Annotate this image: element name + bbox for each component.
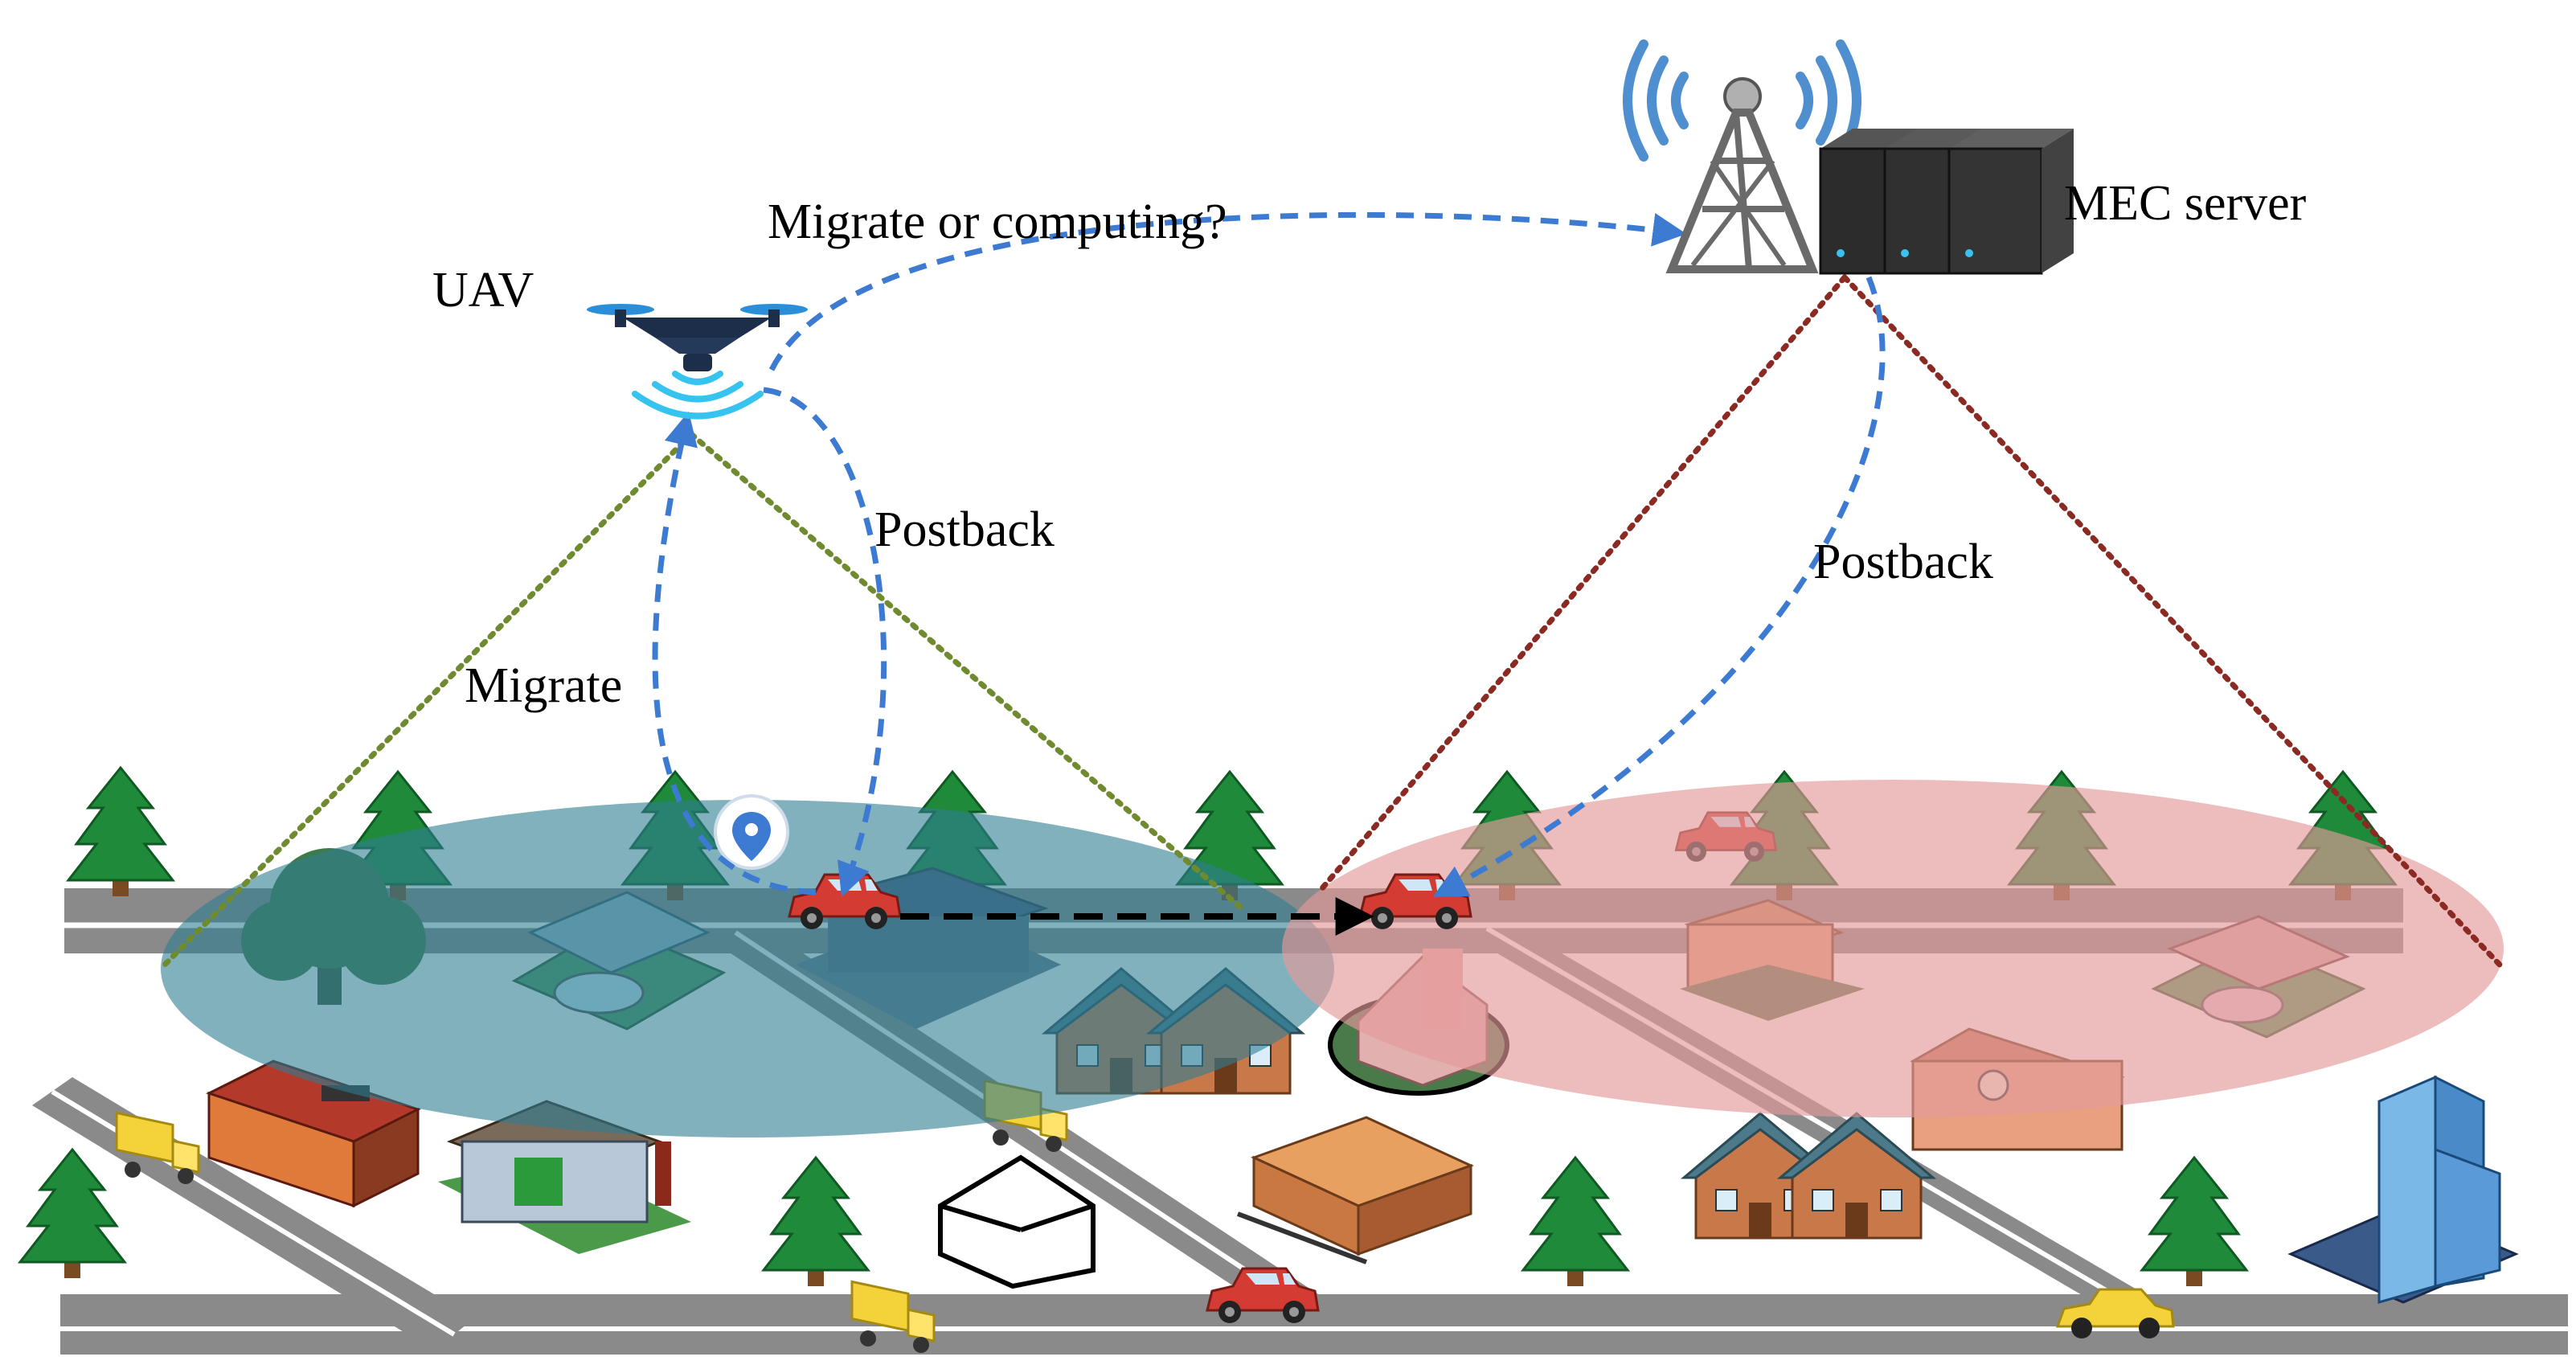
offload-arrow-uav-to-mec [768,211,1687,371]
uav-drone-icon [587,304,808,420]
vehicles [115,811,2175,1355]
location-pin-icon [714,794,789,870]
server-rack-icon [1819,129,2074,275]
apartment-building-icon [1236,1116,1474,1264]
office-tower-icon [2287,1075,2519,1304]
mec-coverage-area [1282,780,2504,1117]
uav-coverage-area [161,800,1334,1137]
uav-label: UAV [432,263,534,318]
tree-icon [67,766,174,898]
postback-arrow-mec [1432,276,1886,897]
tree-icon [18,1148,126,1280]
mec-server-label: MEC server [2064,176,2307,231]
tree-icon [1521,1156,1629,1288]
migrate-arrow [652,411,817,896]
store-building-icon [206,1060,421,1208]
migrate-or-computing-label: Migrate or computing? [768,195,1227,249]
postback-mec-label: Postback [1813,535,1993,589]
postback-uav-label: Postback [874,502,1055,557]
migrate-label: Migrate [465,658,623,713]
uav-coverage-cone [162,431,1245,968]
tree-icon [2140,1156,2248,1288]
mec-coverage-cone [1319,274,2503,968]
car-icon [2055,1288,2175,1338]
white-house-icon [938,1154,1096,1289]
tree-icon [762,1156,870,1288]
uav-signal-waves [632,371,764,420]
signal-tower-icon [1623,39,1861,273]
